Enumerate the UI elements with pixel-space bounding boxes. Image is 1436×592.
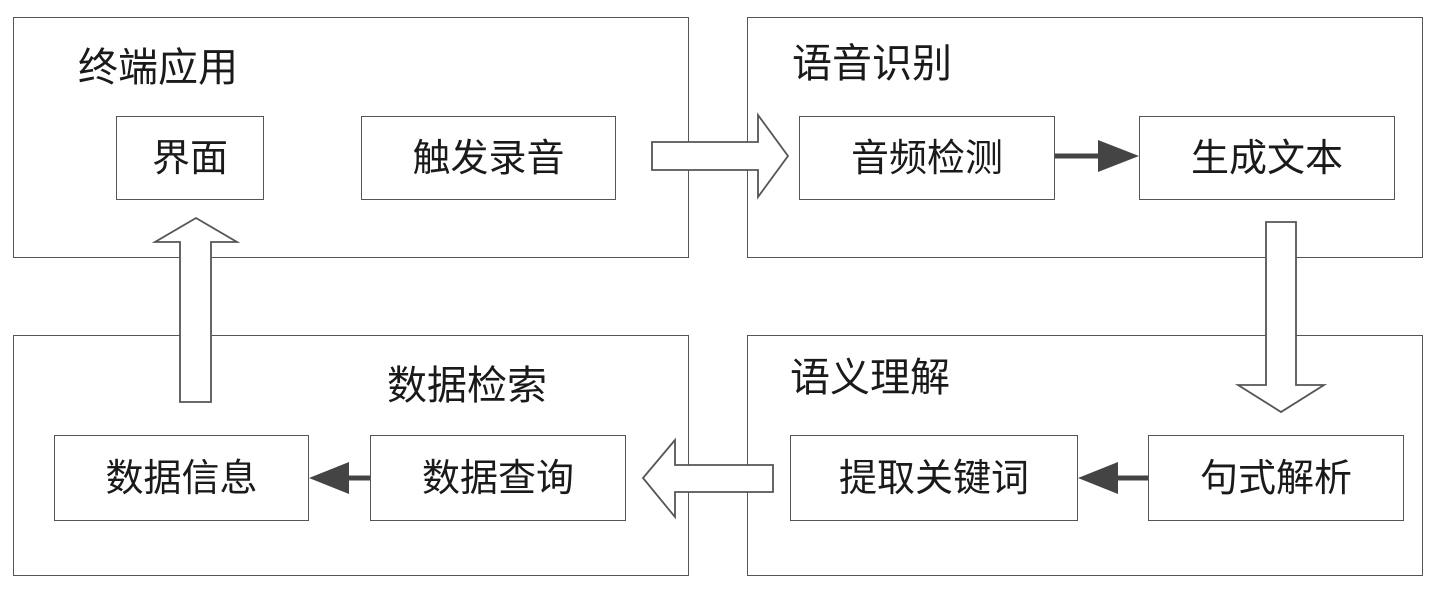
- solid-arrow-right-icon: [1055, 140, 1139, 172]
- solid-arrow-left-icon: [309, 462, 370, 494]
- sentence-parse-box: 句式解析: [1148, 435, 1404, 521]
- data-info-box: 数据信息: [54, 435, 309, 521]
- solid-arrow-left-icon: [1078, 462, 1148, 494]
- semantic-understanding-title: 语义理解: [790, 355, 950, 401]
- extract-keywords-box: 提取关键词: [790, 435, 1078, 521]
- speech-recognition-title: 语音识别: [792, 41, 952, 87]
- data-retrieval-title: 数据检索: [387, 363, 547, 409]
- hollow-arrow-up-icon: [151, 216, 241, 403]
- hollow-arrow-down-icon: [1234, 221, 1328, 414]
- generate-text-box: 生成文本: [1139, 116, 1395, 200]
- audio-detection-box: 音频检测: [799, 116, 1055, 200]
- trigger-recording-box: 触发录音: [361, 116, 616, 200]
- terminal-app-title: 终端应用: [78, 45, 238, 91]
- hollow-arrow-right-icon: [651, 112, 790, 200]
- data-query-box: 数据查询: [370, 435, 626, 521]
- ui-box: 界面: [116, 116, 264, 200]
- hollow-arrow-left-icon: [641, 437, 774, 520]
